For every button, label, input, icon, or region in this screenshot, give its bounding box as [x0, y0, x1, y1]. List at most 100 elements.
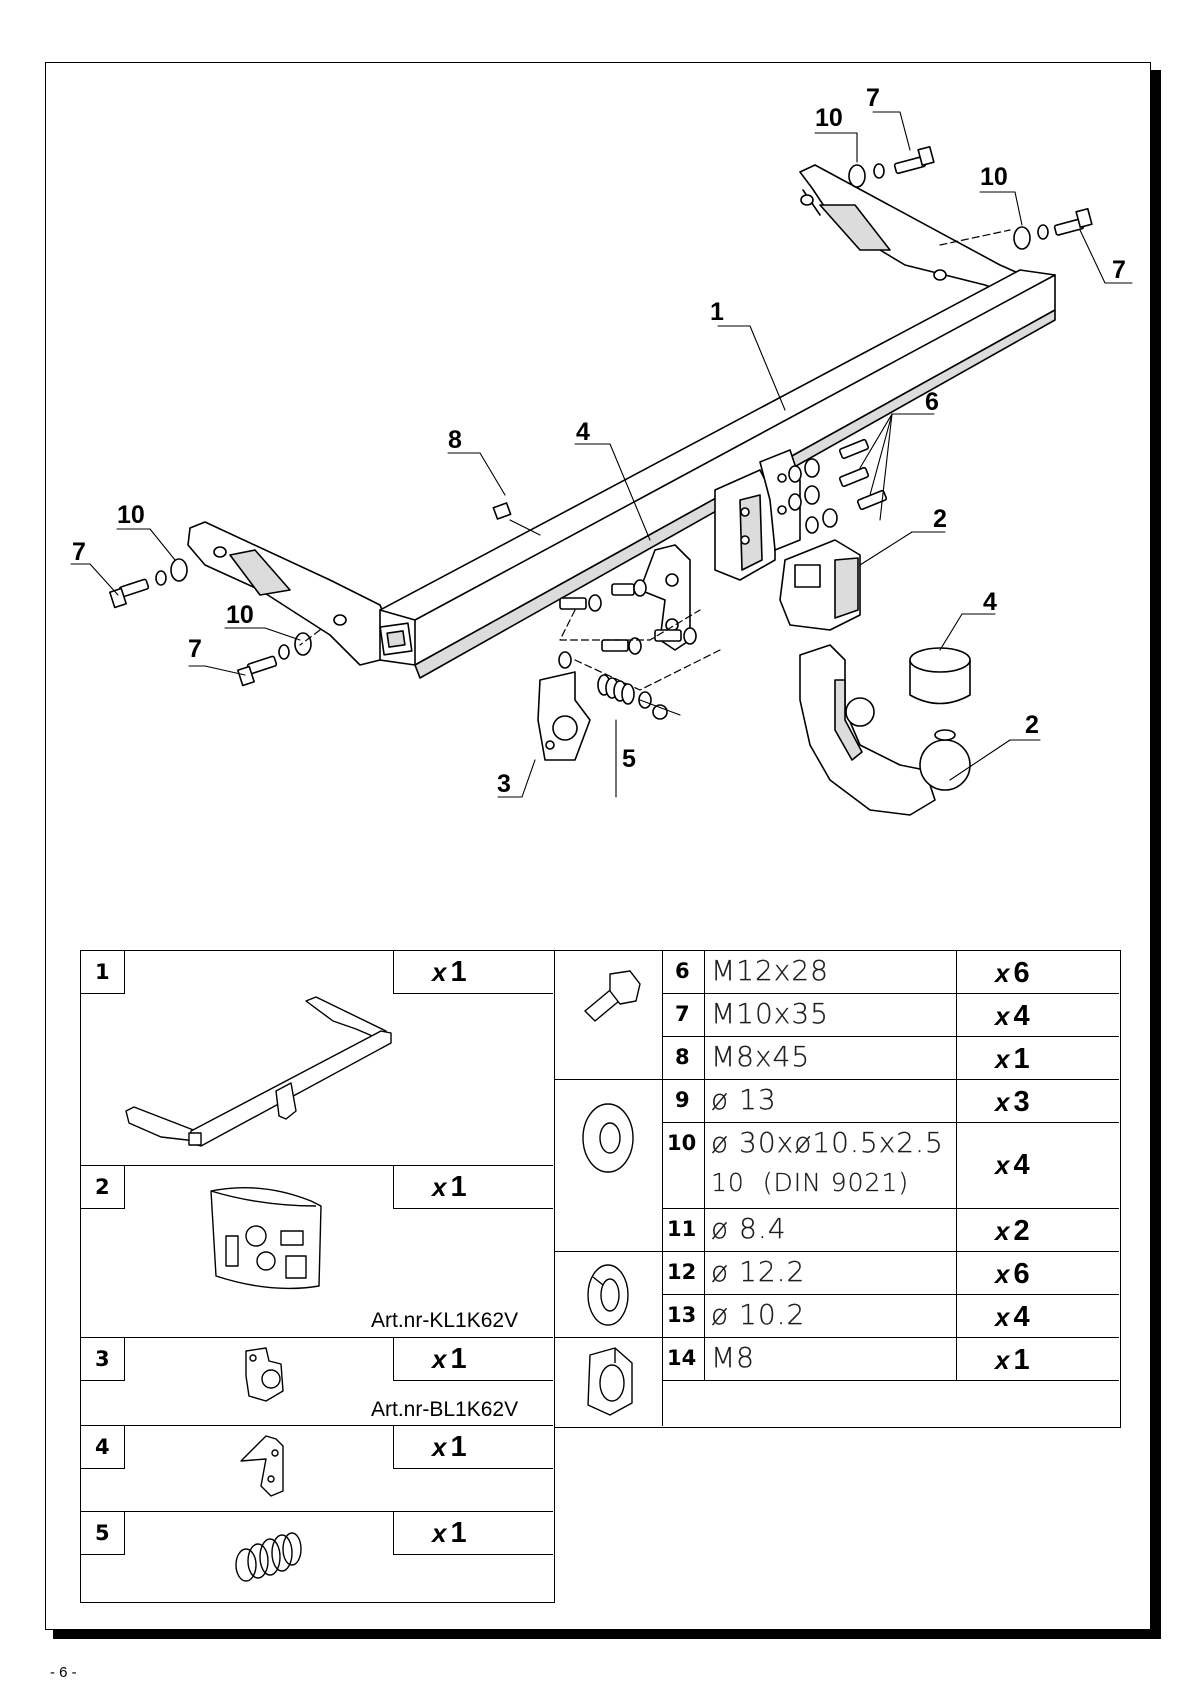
callout-part-8: 8 — [448, 426, 462, 454]
fastener-spec: M12x28 — [711, 954, 829, 987]
page-number: - 6 - — [50, 1664, 77, 1681]
callout-part-4-cap: 4 — [983, 588, 997, 616]
fastener-number: 11 — [663, 1209, 705, 1252]
fastener-spec: M8x45 — [711, 1040, 811, 1073]
fastener-spec: ø 8.4 — [711, 1212, 787, 1245]
callout-part-10-left-a: 10 — [117, 501, 145, 529]
fastener-spec: ø 12.2 — [711, 1255, 806, 1288]
callout-part-2-socket: 2 — [933, 505, 947, 533]
left-bolt-set-a — [109, 558, 188, 609]
hex-bolt-icon — [584, 970, 641, 1022]
spring-washer-icon-cell — [555, 1252, 663, 1338]
callout-part-3: 3 — [497, 770, 511, 798]
callout-part-6: 6 — [925, 388, 939, 416]
bolt-icon-cell — [555, 951, 663, 1080]
callout-part-7-left-b: 7 — [188, 635, 202, 663]
left-side-arm — [187, 521, 396, 666]
part-number: 5 — [81, 1512, 125, 1555]
spring-icon — [235, 1532, 302, 1582]
part-number: 4 — [81, 1426, 125, 1469]
fastener-number: 12 — [663, 1252, 705, 1295]
callout-part-7-top: 7 — [866, 84, 880, 112]
fastener-spec: ø 13 — [711, 1083, 777, 1116]
callout-part-2-neck: 2 — [1025, 711, 1039, 739]
fastener-number: 13 — [663, 1295, 705, 1338]
bolt-group-plate — [558, 579, 697, 669]
top-left-bolt-set — [848, 145, 935, 188]
callout-part-7-left-a: 7 — [72, 538, 86, 566]
tow-bar-crossbeam-icon — [125, 996, 392, 1147]
exploded-assembly-drawing — [70, 111, 1133, 816]
hex-nut-icon — [587, 1347, 633, 1416]
socket-bracket-icon — [245, 1347, 284, 1402]
fastener-spec: ø 10.2 — [711, 1298, 806, 1331]
fastener-number: 6 — [663, 951, 705, 994]
fastener-number: 7 — [663, 994, 705, 1037]
fastener-spec-line-2: 10 (DIN 9021) — [711, 1168, 910, 1197]
callout-part-7-right: 7 — [1112, 256, 1126, 284]
fastener-number: 10 — [663, 1123, 705, 1209]
callout-part-10-right: 10 — [980, 163, 1008, 191]
part-number: 2 — [81, 1166, 125, 1209]
left-bolt-set-b — [237, 632, 312, 687]
mounting-plate-icon — [240, 1435, 284, 1497]
callout-part-1: 1 — [710, 298, 724, 326]
frame-shadow-right — [1151, 70, 1161, 1638]
fastener-number: 14 — [663, 1338, 705, 1381]
wiring-kit-icon — [210, 1186, 322, 1290]
fastener-number: 9 — [663, 1080, 705, 1123]
article-number: Art.nr-KL1K62V — [371, 1309, 519, 1332]
flat-washer-icon — [582, 1103, 634, 1173]
bolt-8 — [492, 502, 541, 536]
fastener-spec: ø 30xø10.5x2.5 — [711, 1126, 944, 1159]
part-number: 1 — [81, 951, 125, 994]
electrical-socket-2 — [779, 539, 861, 631]
fastener-number: 8 — [663, 1037, 705, 1080]
ball-cap-4 — [909, 647, 971, 705]
frame-shadow-bottom — [53, 1630, 1161, 1639]
nut-icon-cell — [555, 1338, 663, 1426]
callout-part-10-top: 10 — [815, 104, 843, 132]
top-right-bolt-set — [1013, 207, 1093, 250]
fastener-spec: M10x35 — [711, 997, 829, 1030]
article-number: Art.nr-BL1K62V — [371, 1398, 519, 1421]
fastener-spec: M8 — [711, 1341, 755, 1374]
callout-part-4-plate: 4 — [576, 418, 590, 446]
callout-part-10-left-b: 10 — [226, 601, 254, 629]
callout-part-5: 5 — [622, 745, 636, 773]
part-number: 3 — [81, 1338, 125, 1381]
spring-washer-icon — [587, 1264, 629, 1326]
bolt-group-6 — [788, 438, 888, 534]
spring-5 — [597, 674, 668, 720]
washer-icon-cell — [555, 1080, 663, 1252]
